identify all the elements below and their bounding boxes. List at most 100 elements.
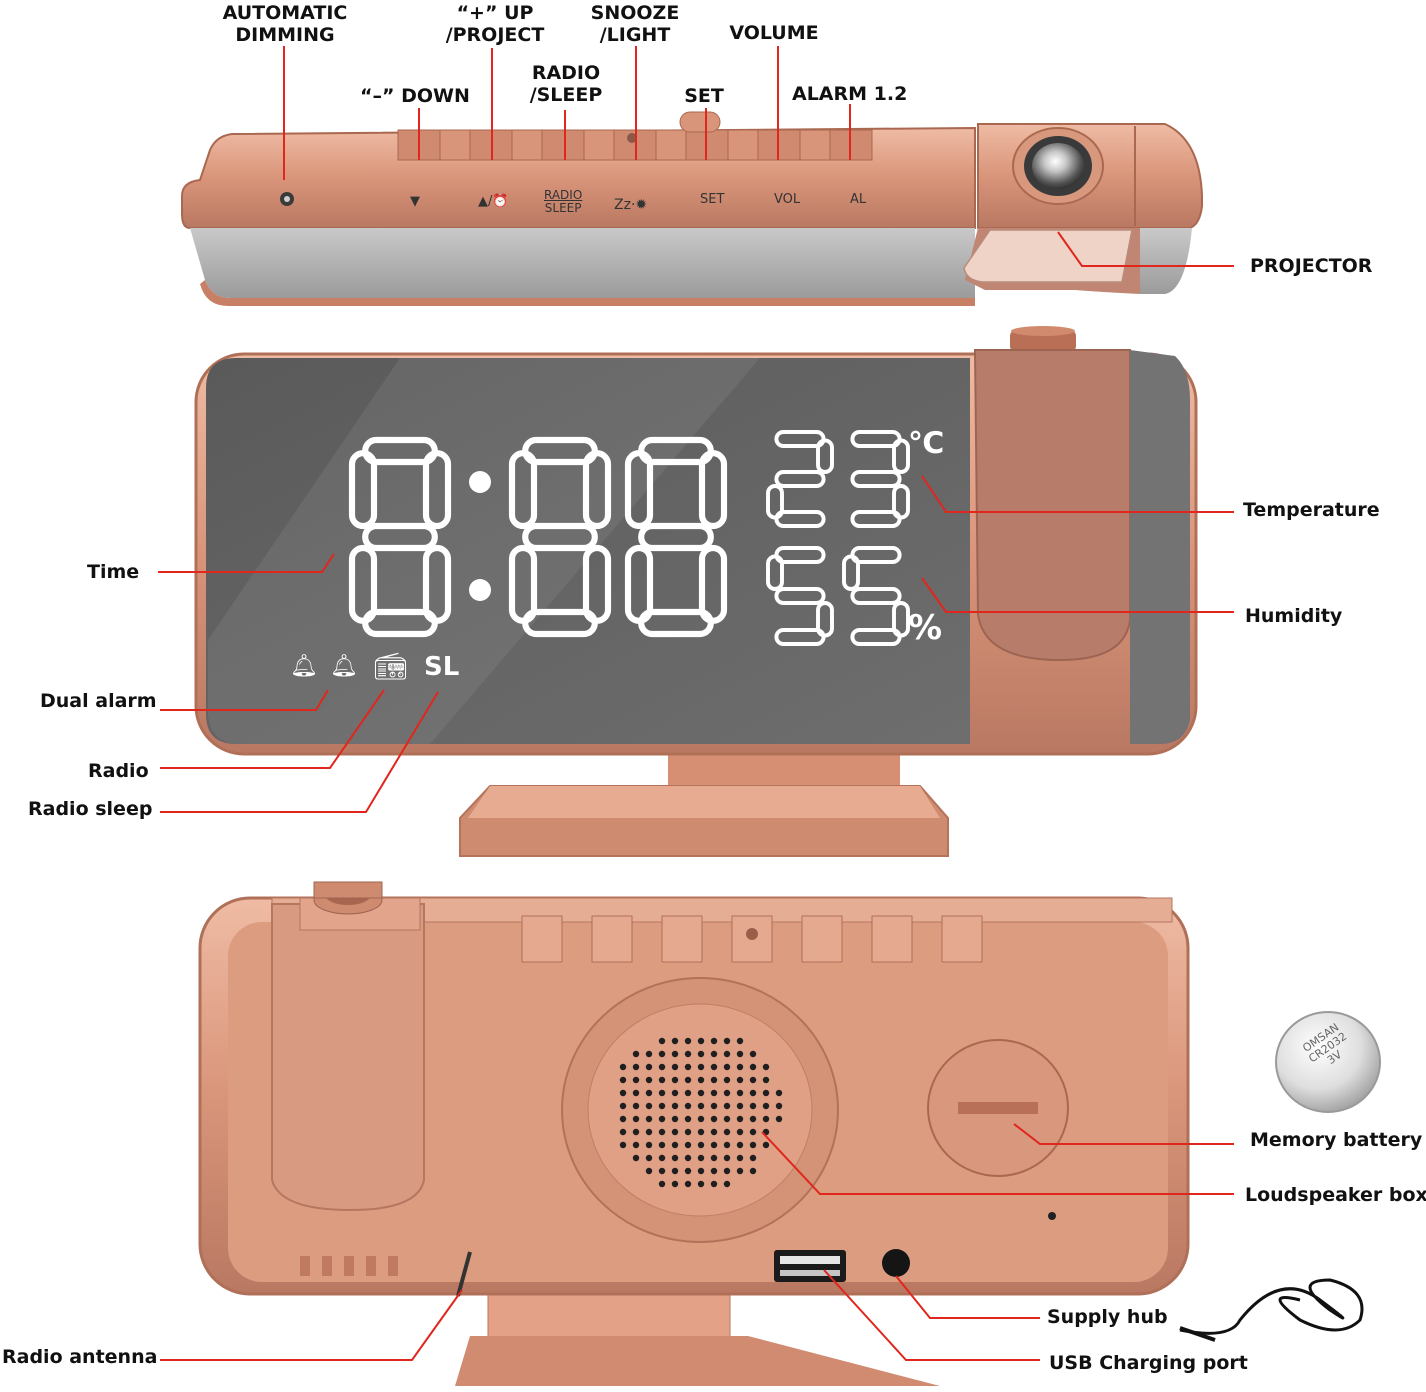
speaker-hole-39 [749, 1076, 757, 1084]
callout-lines [158, 46, 1234, 1361]
speaker-hole-95 [658, 1141, 666, 1149]
al-legend: AL [850, 192, 867, 207]
speaker-hole-118 [697, 1167, 705, 1175]
speaker-hole-102 [749, 1141, 757, 1149]
humidity-digit-1-seg-f [766, 554, 784, 591]
speaker-hole-19 [645, 1063, 653, 1071]
sleep-indicator: SL [424, 652, 460, 682]
time-digit-1-seg-b [422, 450, 452, 530]
speaker-hole-85 [684, 1128, 692, 1136]
speaker-hole-42 [632, 1089, 640, 1097]
up-legend-text: ▲/ [478, 194, 493, 209]
speaker-hole-21 [671, 1063, 679, 1071]
radio-legend-text: RADIO [544, 188, 583, 202]
callout-memory-battery: Memory battery [1250, 1129, 1423, 1151]
speaker-hole-125 [684, 1180, 692, 1188]
time-digit-2-seg-e [508, 544, 538, 624]
temp-unit: ℃ [908, 426, 945, 461]
speaker-hole-44 [658, 1089, 666, 1097]
speaker-hole-76 [736, 1115, 744, 1123]
speaker-hole-66 [775, 1102, 783, 1110]
speaker-hole-103 [762, 1141, 770, 1149]
speaker-hole-67 [619, 1115, 627, 1123]
speaker-hole-15 [736, 1050, 744, 1058]
speaker-hole-126 [697, 1180, 705, 1188]
speaker-hole-114 [645, 1167, 653, 1175]
alarm1-icon: 🔔︎ [290, 654, 318, 679]
up-legend: ▲/⏰ [478, 194, 509, 209]
speaker-hole-110 [710, 1154, 718, 1162]
speaker-hole-106 [658, 1154, 666, 1162]
speaker-hole-27 [749, 1063, 757, 1071]
speaker-hole-124 [671, 1180, 679, 1188]
speaker-hole-16 [749, 1050, 757, 1058]
speaker-hole-93 [632, 1141, 640, 1149]
temp-digit-1-seg-b [816, 438, 834, 474]
speaker-hole-59 [684, 1102, 692, 1110]
callout-dual-alarm: Dual alarm [40, 690, 157, 712]
front-view-device [194, 326, 1198, 857]
speaker-hole-10 [671, 1050, 679, 1058]
speaker-hole-14 [723, 1050, 731, 1058]
snooze-legend: Zz·✹ [614, 197, 648, 213]
speaker-hole-38 [736, 1076, 744, 1084]
callout-down: “–” DOWN [360, 85, 470, 107]
speaker-hole-83 [658, 1128, 666, 1136]
speaker-hole-109 [697, 1154, 705, 1162]
temp-digit-1-seg-e [766, 484, 784, 520]
speaker-hole-55 [632, 1102, 640, 1110]
speaker-hole-18 [632, 1063, 640, 1071]
callout-volume: VOLUME [729, 22, 819, 44]
speaker-hole-84 [671, 1128, 679, 1136]
speaker-hole-122 [749, 1167, 757, 1175]
callout-radio-sleep-top: RADIO /SLEEP [508, 62, 624, 106]
speaker-hole-53 [775, 1089, 783, 1097]
speaker-hole-99 [710, 1141, 718, 1149]
speaker-hole-54 [619, 1102, 627, 1110]
speaker-hole-119 [710, 1167, 718, 1175]
speaker-hole-31 [645, 1076, 653, 1084]
speaker-hole-50 [736, 1089, 744, 1097]
speaker-hole-63 [736, 1102, 744, 1110]
humidity-digit-2-seg-c [892, 601, 910, 638]
speaker-hole-121 [736, 1167, 744, 1175]
time-digit-2-seg-f [508, 450, 538, 530]
callout-snooze-line1: SNOOZE [590, 2, 680, 24]
speaker-hole-82 [645, 1128, 653, 1136]
callout-auto-dimming-line2: DIMMING [235, 24, 335, 46]
back-view-device [198, 881, 1381, 1386]
speaker-hole-92 [619, 1141, 627, 1149]
speaker-hole-96 [671, 1141, 679, 1149]
sleep-legend-text: SLEEP [544, 201, 582, 215]
alarm2-icon: 🔔︎ [330, 654, 358, 679]
time-digit-1-seg-e [348, 544, 378, 624]
speaker-hole-57 [658, 1102, 666, 1110]
speaker-hole-98 [697, 1141, 705, 1149]
speaker-hole-94 [645, 1141, 653, 1149]
radio-icon: 📻︎ [374, 652, 408, 682]
speaker-hole-2 [684, 1037, 692, 1045]
speaker-hole-7 [632, 1050, 640, 1058]
speaker-hole-40 [762, 1076, 770, 1084]
speaker-hole-115 [658, 1167, 666, 1175]
humidity-digit-2-seg-g [850, 587, 902, 605]
time-digit-3-seg-e [624, 544, 654, 624]
humidity-digit-1-seg-c [816, 601, 834, 638]
callout-radio-sleep-line2: /SLEEP [529, 84, 603, 106]
speaker-hole-81 [632, 1128, 640, 1136]
callout-up-project: “+” UP /PROJECT [420, 2, 570, 46]
callout-loudspeaker: Loudspeaker box [1245, 1184, 1426, 1206]
speaker-hole-80 [619, 1128, 627, 1136]
callout-projector: PROJECTOR [1250, 255, 1373, 277]
speaker-hole-72 [684, 1115, 692, 1123]
callout-usb-port: USB Charging port [1049, 1352, 1248, 1374]
time-digit-1-seg-g [362, 522, 438, 552]
time-digit-2-seg-g [522, 522, 598, 552]
speaker-hole-65 [762, 1102, 770, 1110]
time-digit-1-seg-f [348, 450, 378, 530]
speaker-hole-13 [710, 1050, 718, 1058]
time-colon-dot-2 [469, 579, 491, 601]
humidity-digit-2-seg-f [842, 554, 860, 591]
speaker-hole-108 [684, 1154, 692, 1162]
